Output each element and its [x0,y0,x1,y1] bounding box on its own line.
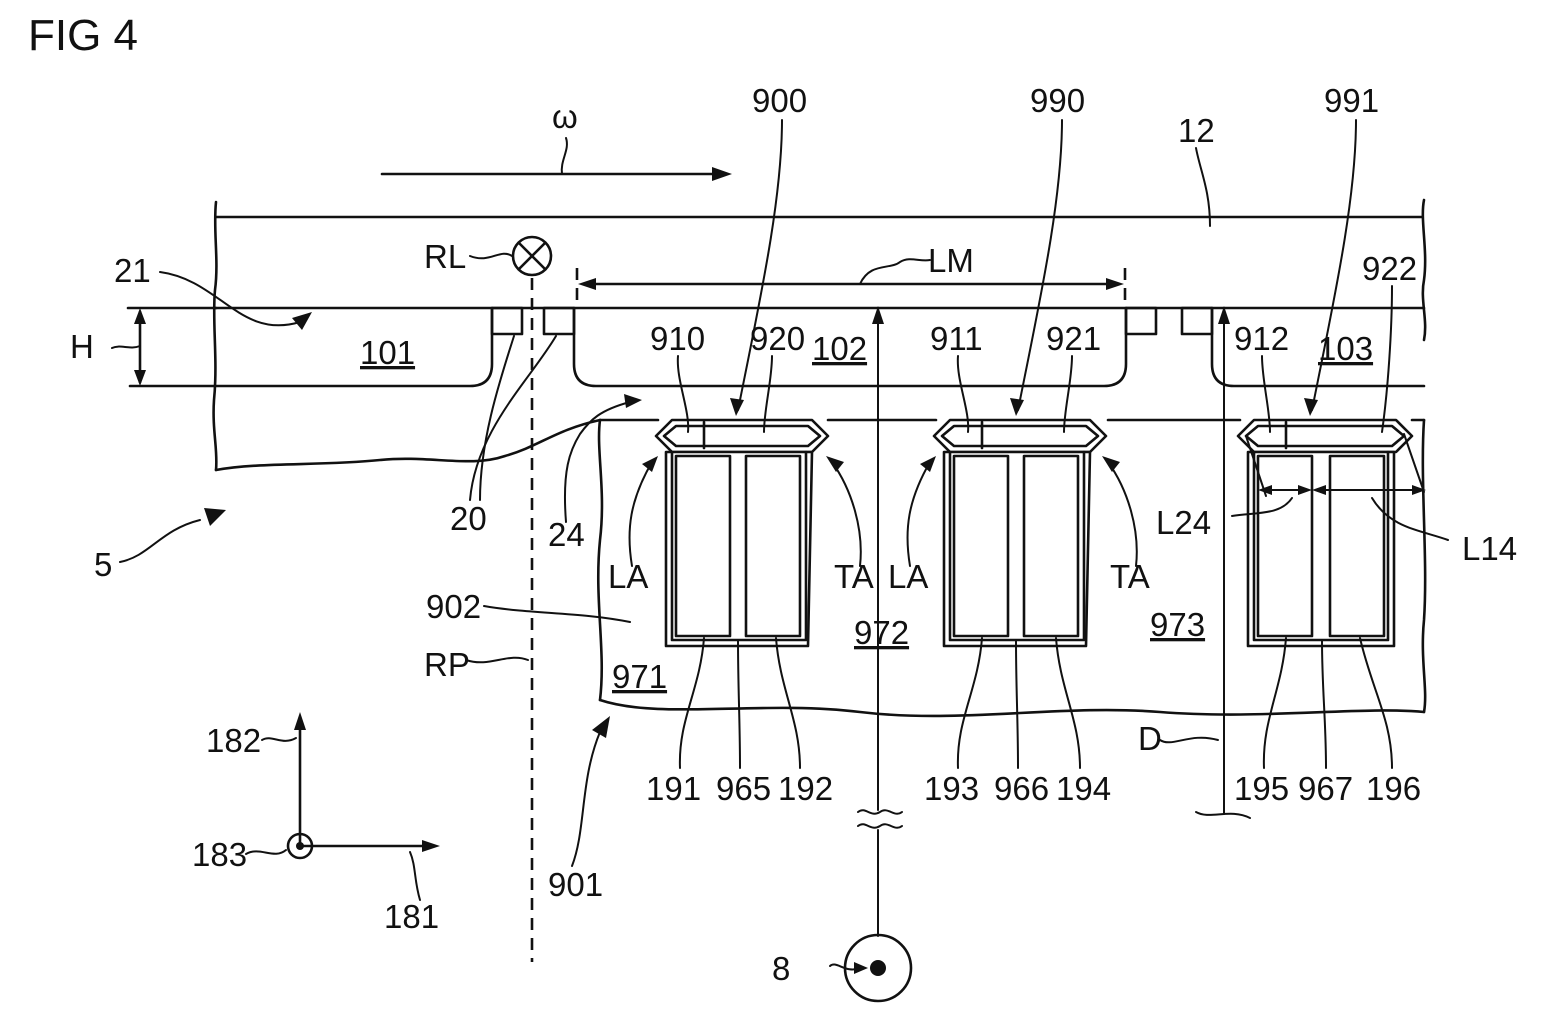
label-965: 965 [716,770,771,807]
label-12: 12 [1178,112,1215,149]
label-900: 900 [752,82,807,119]
label-102: 102 [812,330,867,367]
label-901: 901 [548,866,603,903]
label-103: 103 [1318,330,1373,367]
figure-title: FIG 4 [28,11,138,60]
h-dimension: H [70,308,216,386]
label-la-1: LA [608,558,648,595]
label-l14: L14 [1462,530,1517,567]
label-24: 24 [548,516,585,553]
label-910: 910 [650,320,705,357]
label-h: H [70,328,94,365]
coordinate-system [246,712,440,900]
label-971: 971 [612,658,667,695]
label-21: 21 [114,252,151,289]
label-l24: L24 [1156,504,1211,541]
label-966: 966 [994,770,1049,807]
label-101: 101 [360,334,415,371]
slot-group-900 [656,420,828,646]
label-181: 181 [384,898,439,935]
label-193: 193 [924,770,979,807]
label-182: 182 [206,722,261,759]
label-991: 991 [1324,82,1379,119]
label-972: 972 [854,614,909,651]
label-921: 921 [1046,320,1101,357]
label-912: 912 [1234,320,1289,357]
label-rl: RL [424,238,466,275]
label-lm: LM [928,242,974,279]
slot-group-991 [1238,420,1426,646]
label-195: 195 [1234,770,1289,807]
label-5: 5 [94,546,112,583]
label-911: 911 [930,320,983,357]
label-ta-1: TA [834,558,874,595]
slot-group-990 [934,420,1106,646]
label-920: 920 [750,320,805,357]
label-902: 902 [426,588,481,625]
magnet-pocket-101 [130,308,522,386]
label-192: 192 [778,770,833,807]
radial-axis-to-8: 8 [772,306,911,1001]
lm-dimension: LM [577,242,1125,300]
label-ta-2: TA [1110,558,1150,595]
line-d: D [1138,306,1250,818]
omega-label: ω [552,98,578,135]
rotation-direction-arrow: ω [382,98,732,181]
label-196: 196 [1366,770,1421,807]
label-183: 183 [192,836,247,873]
label-990: 990 [1030,82,1085,119]
label-194: 194 [1056,770,1111,807]
label-973: 973 [1150,606,1205,643]
label-d: D [1138,720,1162,757]
label-20: 20 [450,500,487,537]
label-rp: RP [424,646,470,683]
label-922: 922 [1362,250,1417,287]
label-8: 8 [772,950,790,987]
label-191: 191 [646,770,701,807]
label-967: 967 [1298,770,1353,807]
label-la-2: LA [888,558,928,595]
